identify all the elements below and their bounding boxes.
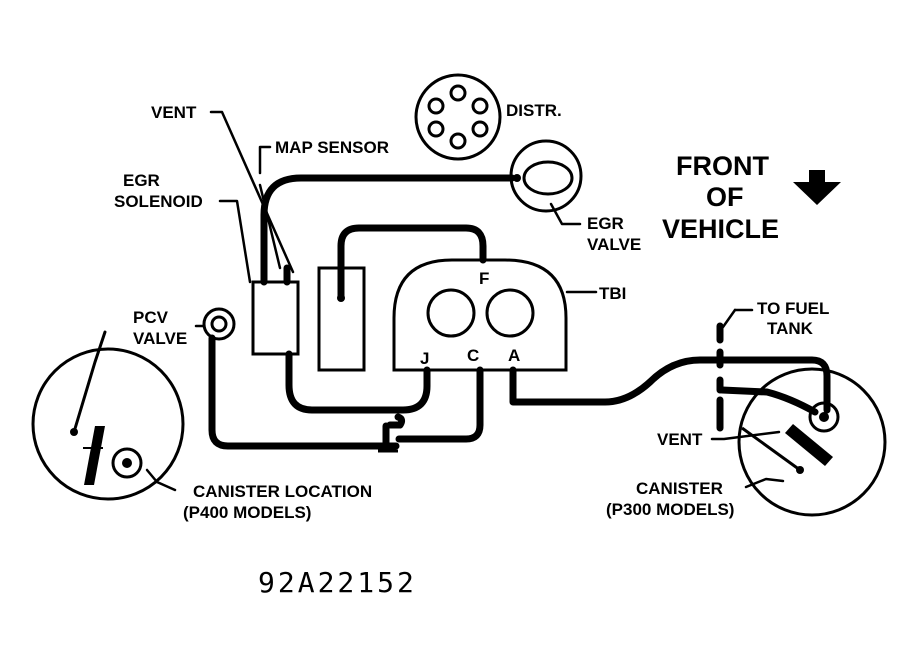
to-fuel-tank-label-2: TANK: [767, 319, 814, 338]
front-of-vehicle-label-3: VEHICLE: [662, 214, 779, 244]
port-a-label: A: [508, 346, 520, 365]
pcv-valve-label: PCV: [133, 308, 169, 327]
pcv-valve: [202, 307, 236, 341]
hose-tbi-c: [395, 366, 484, 443]
egr-solenoid-label: EGR: [123, 171, 160, 190]
canister-p400-label-2: (P400 MODELS): [183, 503, 311, 522]
hose-pcv: [208, 334, 400, 450]
hose-map-to-tbi: [337, 224, 487, 302]
vent-right-label: VENT: [657, 430, 703, 449]
pcv-valve-label-2: VALVE: [133, 329, 187, 348]
canister-p300-label-2: (P300 MODELS): [606, 500, 734, 519]
port-j-label: J: [420, 349, 429, 368]
tbi-unit: [392, 258, 568, 372]
front-of-vehicle-label-2: OF: [706, 182, 744, 212]
distributor-cap: [414, 73, 502, 161]
vent-label: VENT: [151, 103, 197, 122]
egr-solenoid: [251, 280, 300, 356]
hose-tbi-a-to-canister: [509, 356, 831, 414]
tee-fitting: [378, 413, 406, 453]
egr-valve: [509, 139, 583, 213]
egr-solenoid-label-2: SOLENOID: [114, 192, 203, 211]
front-arrow-icon: [793, 170, 841, 205]
egr-valve-label-2: VALVE: [587, 235, 641, 254]
front-of-vehicle-label: FRONT: [676, 151, 769, 181]
port-c-label: C: [467, 346, 479, 365]
figure-number: 92A22152: [258, 566, 417, 599]
canister-p400-label: CANISTER LOCATION: [193, 482, 372, 501]
canister-p300-label: CANISTER: [636, 479, 723, 498]
map-sensor-label: MAP SENSOR: [275, 138, 389, 157]
tbi-label: TBI: [599, 284, 626, 303]
to-fuel-tank-label: TO FUEL: [757, 299, 829, 318]
hose-tbi-j-to-solenoid: [285, 350, 431, 414]
distributor-label: DISTR.: [506, 101, 562, 120]
canister-p400: [31, 330, 185, 501]
hose-solenoid-to-egr: [260, 174, 516, 286]
egr-valve-label: EGR: [587, 214, 624, 233]
port-f-label: F: [479, 269, 489, 288]
